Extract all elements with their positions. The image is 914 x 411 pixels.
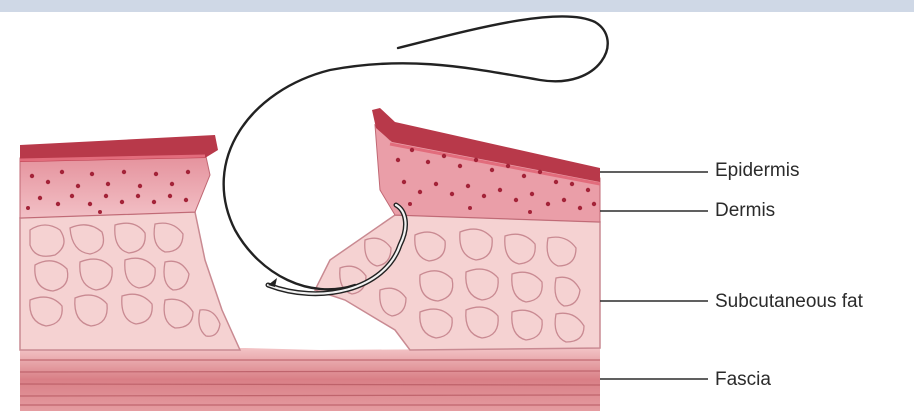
dermis-label: Dermis xyxy=(715,201,775,221)
left-dermis-epidermis xyxy=(20,135,218,218)
fascia-label: Fascia xyxy=(715,370,771,390)
right-subcutaneous-fat xyxy=(315,215,600,350)
leader-lines xyxy=(600,172,708,379)
right-dermis-epidermis xyxy=(372,108,600,222)
left-subcutaneous-fat xyxy=(20,212,240,350)
subcutaneous-fat-label: Subcutaneous fat xyxy=(715,292,863,312)
fascia-layer xyxy=(20,348,600,411)
epidermis-label: Epidermis xyxy=(715,161,799,181)
